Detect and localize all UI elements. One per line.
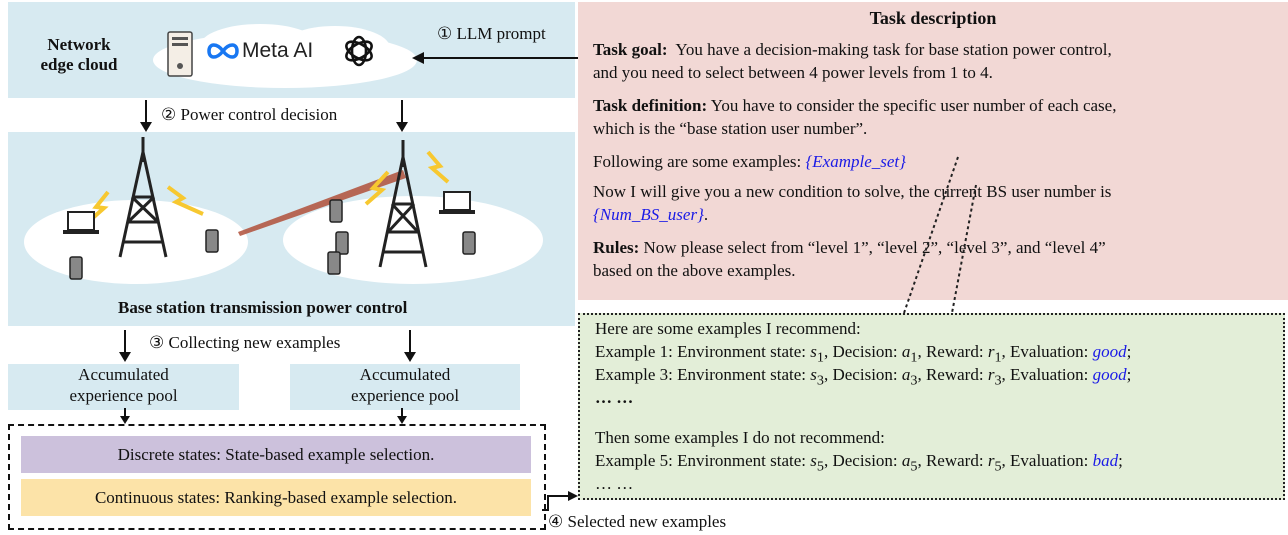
openai-logo-icon bbox=[340, 32, 378, 75]
example-5-prefix: Example 5: Environment state: bbox=[595, 451, 811, 470]
base-station-title: Base station transmission power control bbox=[118, 298, 408, 317]
task-def-text1: You have to consider the specific user n… bbox=[710, 96, 1117, 115]
collecting-label: ③ Collecting new examples bbox=[149, 333, 341, 352]
continuous-selection: Continuous states: Ranking-based example… bbox=[21, 479, 531, 516]
dotted-connectors bbox=[903, 156, 977, 314]
meta-ai-logo bbox=[205, 40, 241, 67]
example-5-eval: bad bbox=[1092, 451, 1119, 470]
task-def-text2: which is the “base station user number”. bbox=[593, 119, 868, 138]
example-1-prefix: Example 1: Environment state: bbox=[595, 342, 811, 361]
task-goal: Task goal: You have a decision-making ta… bbox=[593, 38, 1273, 84]
num-bs-user-var: {Num_BS_user} bbox=[593, 205, 704, 224]
now-line: Now I will give you a new condition to s… bbox=[593, 182, 1112, 224]
pool-arrows bbox=[120, 408, 407, 424]
meta-infinity-icon bbox=[207, 43, 239, 59]
task-goal-text1: You have a decision-making task for base… bbox=[675, 40, 1112, 59]
example-1: Example 1: Environment state: s1, Decisi… bbox=[595, 342, 1132, 366]
llm-prompt-arrow bbox=[412, 52, 583, 64]
power-decision-label: ② Power control decision bbox=[161, 105, 338, 124]
selected-label: ④ Selected new examples bbox=[548, 512, 727, 531]
selection-box bbox=[8, 424, 546, 530]
rules-text1: Now please select from “level 1”, “level… bbox=[643, 238, 1106, 257]
task-title: Task description bbox=[869, 8, 997, 28]
example-1-eval: good bbox=[1092, 342, 1127, 361]
discrete-selection: Discrete states: State-based example sel… bbox=[21, 436, 531, 473]
pool-right-line2: experience pool bbox=[350, 386, 460, 405]
power-decision-arrows bbox=[140, 100, 408, 132]
meta-ai-text: Meta AI bbox=[242, 39, 314, 62]
task-description-panel: Task description Task goal: You have a d… bbox=[578, 2, 1288, 300]
ellipsis-2: … … bbox=[595, 474, 634, 493]
rules-label: Rules: bbox=[593, 238, 640, 257]
pool-left-line2: experience pool bbox=[69, 386, 178, 405]
task-goal-text2: and you need to select between 4 power l… bbox=[593, 63, 993, 82]
edge-cloud-label: Network edge cloud bbox=[24, 35, 134, 75]
experience-pool-left: Accumulated experience pool bbox=[8, 364, 239, 410]
edge-cloud-line2: edge cloud bbox=[40, 55, 118, 74]
selected-arrow bbox=[542, 491, 578, 511]
ellipsis-1: … … bbox=[595, 388, 634, 407]
following-text: Following are some examples: bbox=[593, 152, 802, 171]
now-text: Now I will give you a new condition to s… bbox=[593, 182, 1112, 201]
recommend-header: Here are some examples I recommend: bbox=[595, 319, 861, 338]
pool-left-line1: Accumulated bbox=[78, 365, 169, 384]
example-3-eval: good bbox=[1092, 365, 1127, 384]
pool-right-line1: Accumulated bbox=[359, 365, 451, 384]
examples-panel: Here are some examples I recommend: Exam… bbox=[578, 313, 1285, 500]
base-station-illustration bbox=[24, 137, 543, 284]
llm-prompt-label: ① LLM prompt bbox=[437, 24, 546, 43]
edge-cloud-line1: Network bbox=[47, 35, 111, 54]
experience-pool-right: Accumulated experience pool bbox=[290, 364, 520, 410]
task-def-label: Task definition: bbox=[593, 96, 708, 115]
example-3-prefix: Example 3: Environment state: bbox=[595, 365, 811, 384]
example-set-var: {Example_set} bbox=[805, 152, 906, 171]
task-definition: Task definition: You have to consider th… bbox=[593, 94, 1273, 140]
example-5: Example 5: Environment state: s5, Decisi… bbox=[595, 451, 1123, 475]
rules-text2: based on the above examples. bbox=[593, 261, 796, 280]
rules: Rules: Now please select from “level 1”,… bbox=[593, 236, 1273, 282]
collecting-arrows bbox=[119, 330, 416, 362]
example-3: Example 3: Environment state: s3, Decisi… bbox=[595, 365, 1132, 389]
not-recommend-header: Then some examples I do not recommend: bbox=[595, 428, 885, 447]
server-icon bbox=[165, 30, 195, 83]
following-line: Following are some examples: {Example_se… bbox=[593, 150, 1273, 173]
task-goal-label: Task goal: bbox=[593, 40, 668, 59]
